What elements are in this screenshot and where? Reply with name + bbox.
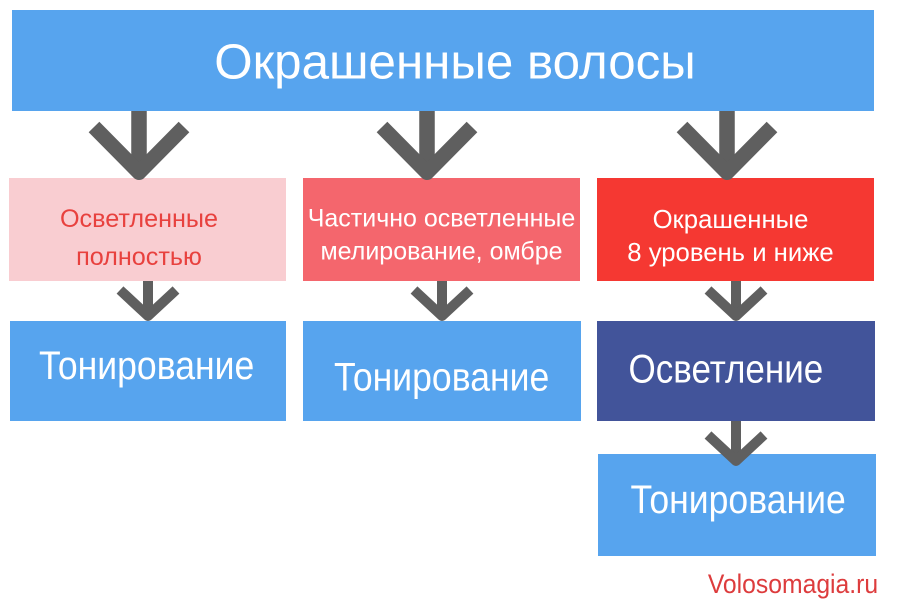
arrow-down-icon xyxy=(410,276,473,321)
node-lightening: Осветление xyxy=(597,321,875,421)
node-lightened-fully-line1: Осветленные xyxy=(59,204,219,233)
node-colored-level8-line1: Окрашенные xyxy=(652,205,809,234)
title-text: Окрашенные волосы xyxy=(214,34,696,90)
node-toning-3: Тонирование xyxy=(598,454,876,556)
node-toning-2: Тонирование xyxy=(303,321,581,421)
node-partially-lightened: Частично осветленные мелирование, омбре xyxy=(303,178,580,281)
arrow-down-icon xyxy=(116,276,179,321)
arrow-down-icon xyxy=(676,108,778,180)
node-lightened-fully-line2: полностью xyxy=(76,242,202,271)
node-partially-lightened-line2: мелирование, омбре xyxy=(320,236,563,265)
node-toning-2-text: Тонирование xyxy=(334,355,550,399)
node-toning-3-text: Тонирование xyxy=(630,477,847,522)
watermark-text: Volosomagia.ru xyxy=(707,569,878,599)
arrow-down-icon xyxy=(704,276,767,321)
node-toning-1-text: Тонирование xyxy=(39,343,255,388)
arrow-down-icon xyxy=(88,108,190,180)
arrow-down-icon xyxy=(704,421,768,466)
node-colored-level8-line2: 8 уровень и ниже xyxy=(627,238,834,267)
node-partially-lightened-line1: Частично осветленные xyxy=(307,203,576,232)
node-toning-1: Тонирование xyxy=(10,321,286,421)
node-lightening-text: Осветление xyxy=(628,346,824,391)
node-colored-level8: Окрашенные 8 уровень и ниже xyxy=(597,178,874,281)
node-lightened-fully: Осветленные полностью xyxy=(9,178,286,281)
arrow-down-icon xyxy=(376,108,478,180)
title-banner: Окрашенные волосы xyxy=(12,10,874,111)
